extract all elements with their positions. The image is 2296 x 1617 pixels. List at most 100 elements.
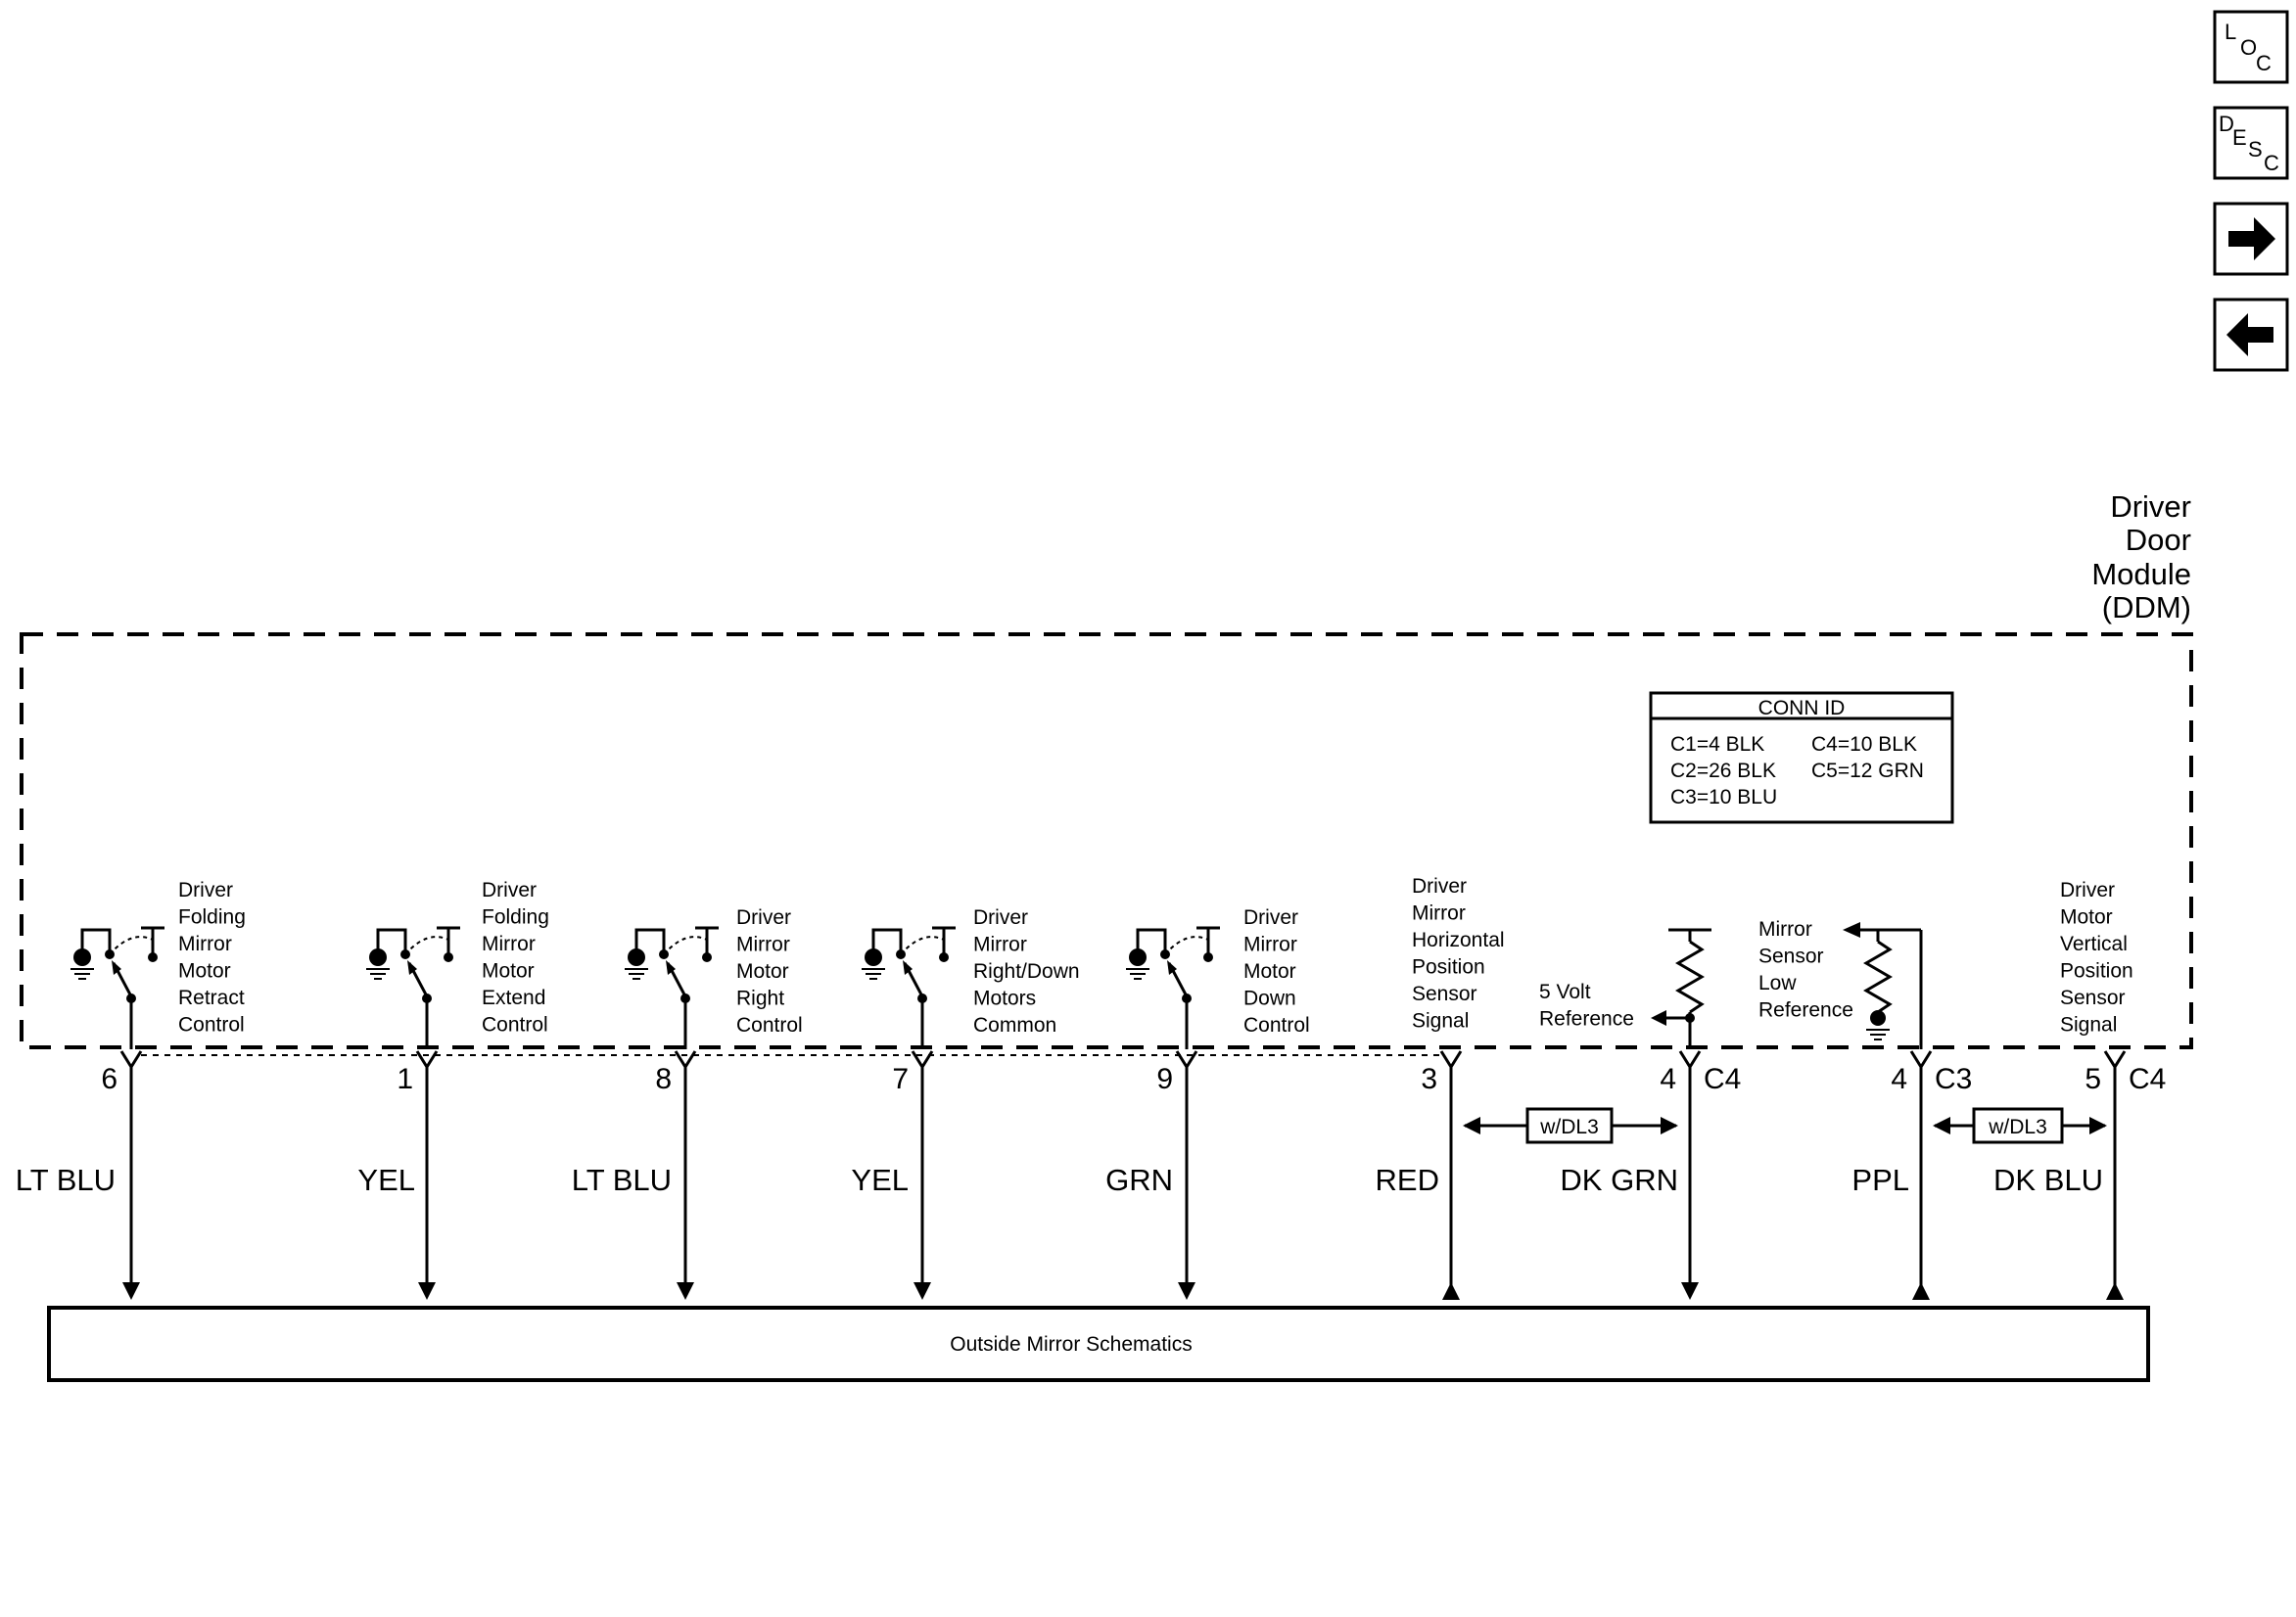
pin-number: 6 — [101, 1063, 117, 1095]
circuit-label-line: Motor — [178, 960, 231, 983]
circuit-label-line: Driver — [973, 906, 1028, 929]
conn-id-header: CONN ID — [1758, 697, 1846, 719]
circuit-label-line: Right/Down — [973, 960, 1080, 983]
circuit: DriverFoldingMirrorMotorRetractControl6L… — [16, 879, 246, 1300]
module-title-line: (DDM) — [2102, 590, 2191, 624]
circuit-label-line: Signal — [1412, 1010, 1469, 1033]
module-boundary — [20, 632, 2193, 1049]
connector-pin-symbol — [2103, 1050, 2127, 1070]
circuit-label-line: Down — [1243, 988, 1296, 1010]
circuit-label-line: Vertical — [2060, 933, 2128, 955]
circuit-label-line: Right — [736, 988, 784, 1010]
ground-node — [628, 948, 645, 966]
pin-number: 9 — [1156, 1063, 1173, 1095]
module-title-line: Module — [2091, 557, 2191, 591]
circuit-label-line: Control — [1243, 1014, 1310, 1037]
arrow-left-icon — [1843, 922, 1860, 938]
circuit-label-line: Driver — [2060, 879, 2115, 901]
arrow-right-icon — [2228, 217, 2275, 260]
switch-symbol — [1126, 926, 1220, 1049]
circuit-label-line: Retract — [178, 987, 245, 1009]
wire-color-label: LT BLU — [16, 1163, 116, 1197]
arrow-down-icon — [914, 1282, 931, 1300]
pin-number: 5 — [2085, 1063, 2101, 1095]
pin-number: 8 — [655, 1063, 672, 1095]
circuit-label-line: Motor — [482, 960, 535, 983]
conn-id-cell: C5=12 GRN — [1811, 760, 1924, 782]
circuit-label-line: Folding — [178, 906, 246, 929]
option-indicator: w/DL3 — [1933, 1107, 2107, 1144]
arrow-up-icon — [1442, 1282, 1460, 1300]
module-title-line: Door — [2126, 523, 2191, 557]
connector-pin-symbol — [674, 1050, 697, 1070]
circuit-label-line: Reference — [1758, 999, 1853, 1022]
connector-pin-symbol — [911, 1050, 934, 1070]
ground-node — [369, 948, 387, 966]
outside-mirror-schematics-label: Outside Mirror Schematics — [950, 1333, 1192, 1356]
circuit-label-line: Sensor — [1758, 946, 1824, 968]
circuit-label-line: Extend — [482, 987, 545, 1009]
option-label: w/DL3 — [1539, 1116, 1599, 1138]
wire-color-label: RED — [1376, 1163, 1439, 1197]
circuit: DriverMotorVerticalPositionSensorSignal5… — [1993, 879, 2166, 1300]
circuit-label-line: Motors — [973, 988, 1036, 1010]
arrow-left-icon — [2226, 313, 2273, 356]
circuit: DriverMirrorHorizontalPositionSensorSign… — [1376, 875, 1505, 1300]
arrow-down-icon — [122, 1282, 140, 1300]
outside-mirror-schematics-link[interactable]: Outside Mirror Schematics — [47, 1306, 2150, 1382]
pin-number: 3 — [1421, 1063, 1437, 1095]
circuit-label-line: Driver — [178, 879, 233, 901]
connector-pin-symbol — [1678, 1050, 1702, 1070]
module-title-line: Driver — [2110, 489, 2191, 524]
circuit-label-line: Mirror — [736, 934, 790, 956]
desc-letter-s: S — [2248, 137, 2263, 162]
resistor-zigzag — [1675, 940, 1705, 1014]
arrow-up-icon — [2106, 1282, 2124, 1300]
five-volt-reference-resistor — [1651, 928, 1711, 1049]
desc-letter-c: C — [2264, 151, 2279, 175]
circuit-label-line: Control — [482, 1014, 548, 1037]
conn-id-table: CONN ID C1=4 BLK C4=10 BLK C2=26 BLK C5=… — [1649, 691, 1954, 824]
forward-button[interactable] — [2213, 202, 2289, 276]
arrow-down-icon — [1681, 1282, 1699, 1300]
connector-id: C3 — [1935, 1063, 1972, 1095]
circuit-label-line: Driver — [1412, 875, 1467, 898]
circuit-group: DriverFoldingMirrorMotorRetractControl6L… — [16, 875, 2166, 1300]
loc-letter-o: O — [2240, 35, 2257, 60]
wire-color-label: GRN — [1105, 1163, 1173, 1197]
wire-color-label: PPL — [1851, 1163, 1909, 1197]
circuit-label-line: Mirror — [1243, 934, 1297, 956]
low-reference-resistor — [1843, 922, 1923, 1049]
conn-id-cell: C2=26 BLK — [1670, 760, 1776, 782]
arrow-up-icon — [1912, 1282, 1930, 1300]
conn-id-cell: C1=4 BLK — [1670, 733, 1764, 756]
connector-pin-symbol — [1439, 1050, 1463, 1070]
connector-id: C4 — [2129, 1063, 2166, 1095]
circuit-label-line: Folding — [482, 906, 549, 929]
desc-button[interactable]: D E S C — [2213, 106, 2289, 180]
switch-symbol — [862, 926, 956, 1049]
loc-button[interactable]: L O C — [2213, 10, 2289, 84]
circuit-label-line: Motor — [2060, 906, 2113, 929]
circuit-label-line: Driver — [482, 879, 537, 901]
circuit-label-line: Signal — [2060, 1014, 2117, 1037]
circuit-label-line: Mirror — [1412, 902, 1466, 925]
circuit-label-line: Mirror — [178, 933, 232, 955]
loc-letter-c: C — [2256, 51, 2272, 75]
wire-color-label: DK GRN — [1560, 1163, 1678, 1197]
wire-color-label: LT BLU — [572, 1163, 672, 1197]
switch-symbol — [366, 926, 460, 1049]
pin-number: 7 — [892, 1063, 909, 1095]
circuit-label-line: Driver — [736, 906, 791, 929]
pin-number: 4 — [1891, 1063, 1907, 1095]
option-indicator: w/DL3 — [1463, 1107, 1678, 1144]
switch-symbol — [70, 926, 164, 1049]
arrow-down-icon — [1178, 1282, 1195, 1300]
loc-letter-l: L — [2225, 20, 2236, 44]
back-button[interactable] — [2213, 298, 2289, 372]
resistor-zigzag — [1863, 940, 1893, 1014]
